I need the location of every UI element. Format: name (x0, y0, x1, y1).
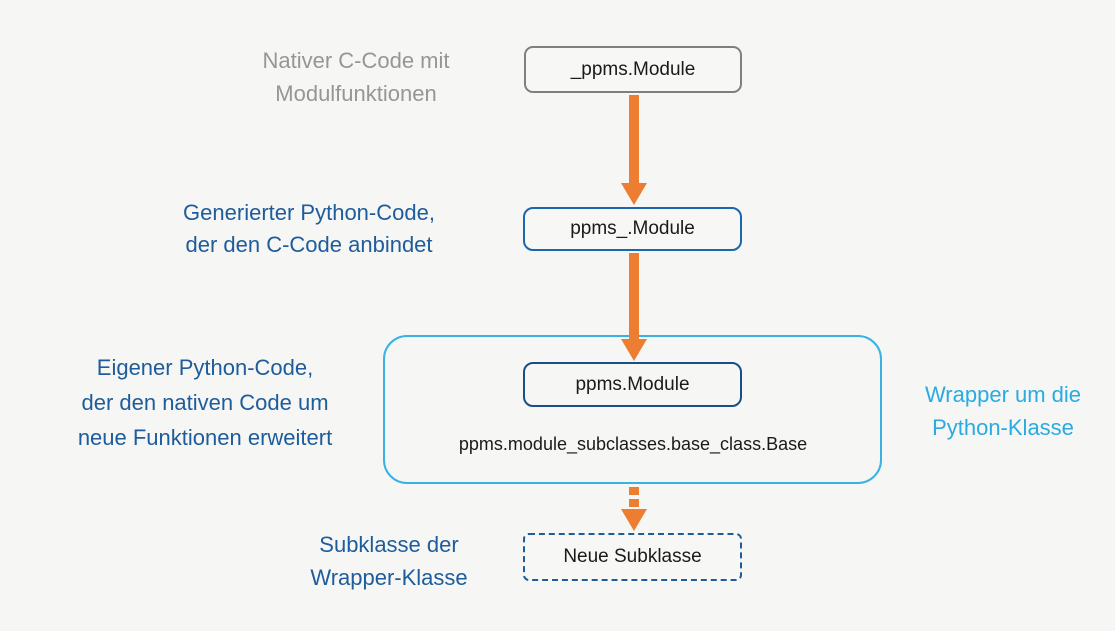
arrow-dash (629, 499, 639, 507)
annotation-line: Python-Klasse (932, 415, 1074, 440)
node-label: ppms_.Module (570, 218, 695, 239)
annotation-generated-python: Generierter Python-Code, der den C-Code … (119, 197, 499, 261)
annotation-wrapper-klasse: Wrapper um die Python-Klasse (883, 378, 1115, 444)
arrow-head (621, 509, 647, 531)
arrow-head (621, 339, 647, 361)
base-class-path: ppms.module_subclasses.base_class.Base (458, 434, 808, 454)
annotation-line: Subklasse der (319, 532, 459, 557)
annotation-line: der den nativen Code um (81, 390, 329, 415)
arrow-dash (629, 487, 639, 495)
annotation-line: neue Funktionen erweitert (77, 425, 333, 450)
annotation-line: Eigener Python-Code, (96, 355, 314, 380)
node-neue-subklasse: Neue Subklasse (523, 533, 742, 581)
node-label: Neue Subklasse (563, 546, 702, 567)
annotation-own-python: Eigener Python-Code, der den nativen Cod… (15, 350, 395, 455)
arrow-shaft (629, 95, 639, 184)
node-label: _ppms.Module (570, 58, 696, 80)
annotation-line: Generierter Python-Code, (183, 200, 435, 225)
annotation-line: Modulfunktionen (275, 81, 437, 106)
node-native-module: _ppms.Module (524, 46, 742, 93)
annotation-subklasse: Subklasse der Wrapper-Klasse (269, 528, 509, 594)
annotation-native-c-code: Nativer C-Code mit Modulfunktionen (166, 44, 546, 110)
annotation-line: Nativer C-Code mit (262, 48, 450, 73)
annotation-line: Wrapper um die (924, 382, 1082, 407)
arrow-shaft (629, 253, 639, 339)
annotation-line: der den C-Code anbindet (185, 232, 433, 257)
node-wrapper-module: ppms.Module (523, 362, 742, 407)
node-label: ppms.Module (575, 373, 690, 395)
arrow-head (621, 183, 647, 205)
annotation-line: Wrapper-Klasse (310, 565, 468, 590)
node-generated-module: ppms_.Module (523, 207, 742, 251)
